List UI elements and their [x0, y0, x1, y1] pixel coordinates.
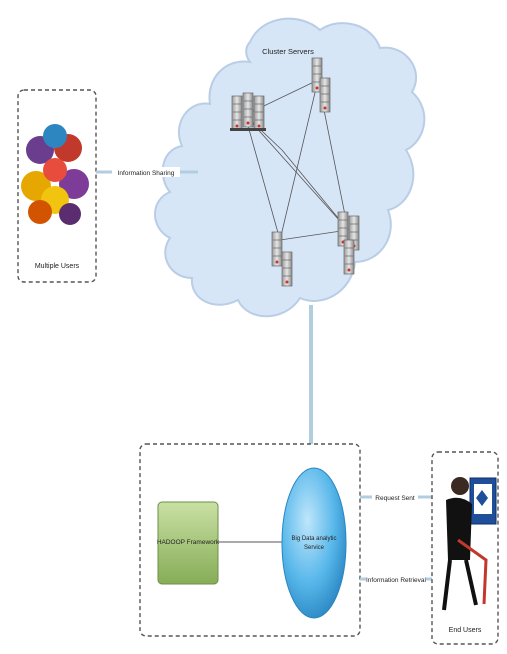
retrieval-label: Information Retrieval	[366, 577, 427, 584]
end-users-box: End Users	[432, 452, 498, 644]
server-cluster-1	[230, 93, 266, 131]
engine-label-line1: Big Data analytic	[291, 536, 336, 542]
users-group-icon	[21, 124, 89, 225]
multiple-users-caption: Multiple Users	[35, 263, 80, 270]
request-label: Request Sent	[375, 495, 415, 502]
hadoop-framework: HADOOP Framework	[157, 502, 220, 584]
info-sharing-label: Information Sharing	[118, 170, 175, 177]
request-connector: Request Sent	[360, 492, 432, 502]
analytic-service: Big Data analytic Service	[282, 468, 346, 618]
multiple-users-box: Multiple Users	[18, 90, 96, 282]
end-users-caption: End Users	[449, 627, 482, 634]
process-box: HADOOP Framework Big Data analytic Servi…	[140, 444, 360, 636]
cloud-title: Cluster Servers	[262, 47, 314, 56]
computer-monitor-icon	[470, 478, 496, 524]
retrieval-connector: Information Retrieval	[360, 574, 432, 584]
engine-label-line2: Service	[304, 545, 325, 551]
hadoop-label: HADOOP Framework	[157, 539, 220, 546]
